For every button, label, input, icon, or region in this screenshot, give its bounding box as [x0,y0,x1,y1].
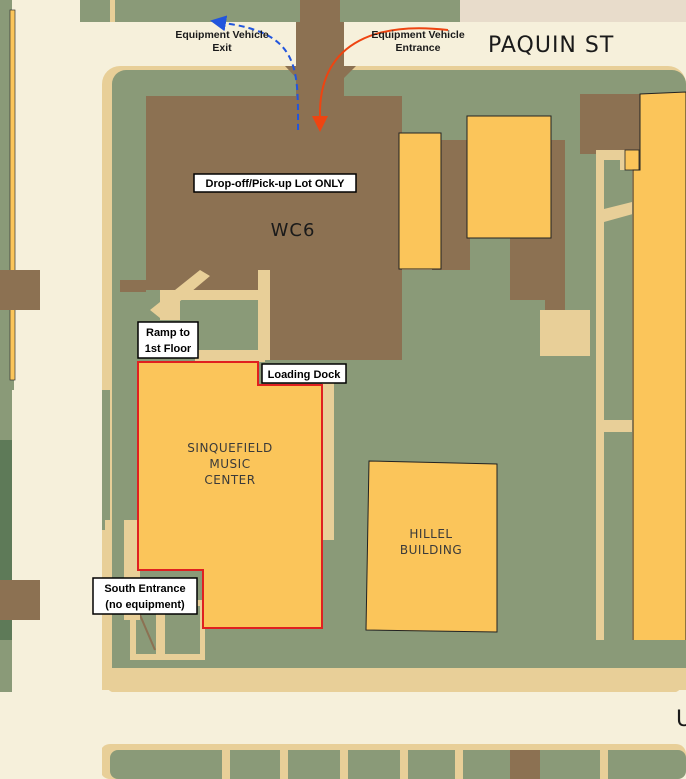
entrance-arrow [312,27,449,132]
street-label-paquin: PAQUIN ST [488,33,614,58]
hillel-label-line1: HILLEL [409,527,452,541]
driveway [296,22,344,102]
exit-arrow [210,15,300,131]
loading-dock-box [261,363,347,384]
building-east-large [632,91,686,665]
building-small-west [398,132,442,270]
exit-label-line1: Equipment Vehicle [175,29,269,41]
sinquefield-label-line3: CENTER [204,473,255,487]
entrance-label-line2: Entrance [396,42,441,54]
ramp-label-line2: 1st Floor [145,343,192,355]
north-lot-strip [460,0,686,22]
ramp-label-line1: Ramp to [146,327,190,339]
lot-name-wc6: WC6 [271,220,316,241]
street-label-east-partial: U [676,707,686,732]
lot-sign-box [193,173,357,193]
hillel-label-line2: BUILDING [400,543,462,557]
building-hillel[interactable] [365,460,498,633]
parking-lot-wc6 [146,96,565,360]
ramp-label-box [137,321,199,359]
south-entrance-line2: (no equipment) [105,599,185,611]
south-entrance-line1: South Entrance [104,583,185,595]
entrance-label-line1: Equipment Vehicle [371,29,465,41]
sinquefield-label-line1: SINQUEFIELD [187,441,272,455]
building-small-east [466,115,552,239]
building-sinquefield-music-center[interactable] [137,361,323,629]
lot-sign-text: Drop-off/Pick-up Lot ONLY [206,178,346,190]
exit-label-line2: Exit [212,42,232,54]
sinquefield-label-line2: MUSIC [209,457,250,471]
loading-dock-label: Loading Dock [268,369,342,381]
south-entrance-box [92,577,198,615]
